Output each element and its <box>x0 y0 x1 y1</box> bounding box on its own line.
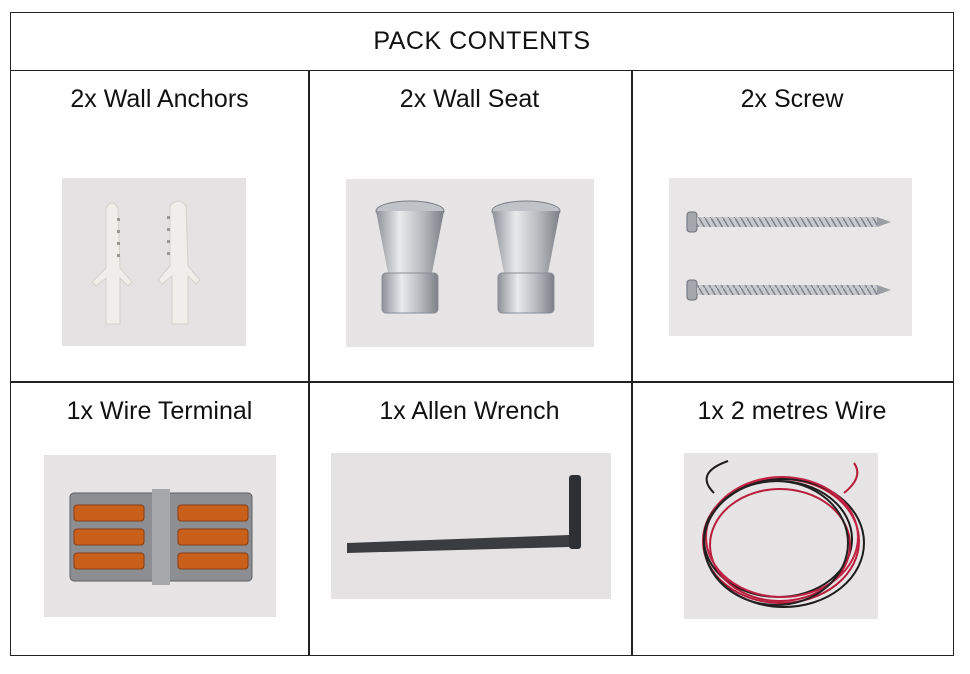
wire-coil-photo <box>684 453 878 619</box>
item-cell-wall-seat: 2x Wall Seat <box>308 71 631 381</box>
item-label: 2x Wall Seat <box>399 85 540 113</box>
screws-photo <box>669 178 912 336</box>
item-cell-allen-wrench: 1x Allen Wrench <box>308 383 631 655</box>
wire-terminal-photo <box>44 455 276 617</box>
wall-seat-photo <box>346 179 594 347</box>
item-label: 1x Wire Terminal <box>66 397 253 425</box>
item-label: 2x Wall Anchors <box>70 85 249 113</box>
item-cell-wire-terminal: 1x Wire Terminal <box>11 383 308 655</box>
item-label: 2x Screw <box>740 85 844 113</box>
item-label: 1x 2 metres Wire <box>697 397 887 425</box>
allen-wrench-photo <box>331 453 611 599</box>
pack-contents-table: PACK CONTENTS 2x Wall Anchors 2x Wall <box>10 12 954 656</box>
table-header: PACK CONTENTS <box>11 13 953 71</box>
item-label: 1x Allen Wrench <box>379 397 560 425</box>
item-cell-screws: 2x Screw <box>631 71 953 381</box>
column-divider <box>631 71 633 655</box>
row-divider <box>11 381 953 383</box>
item-cell-wire-coil: 1x 2 metres Wire <box>631 383 953 655</box>
wall-anchors-photo <box>62 178 246 346</box>
item-cell-wall-anchors: 2x Wall Anchors <box>11 71 308 381</box>
column-divider <box>308 71 310 655</box>
